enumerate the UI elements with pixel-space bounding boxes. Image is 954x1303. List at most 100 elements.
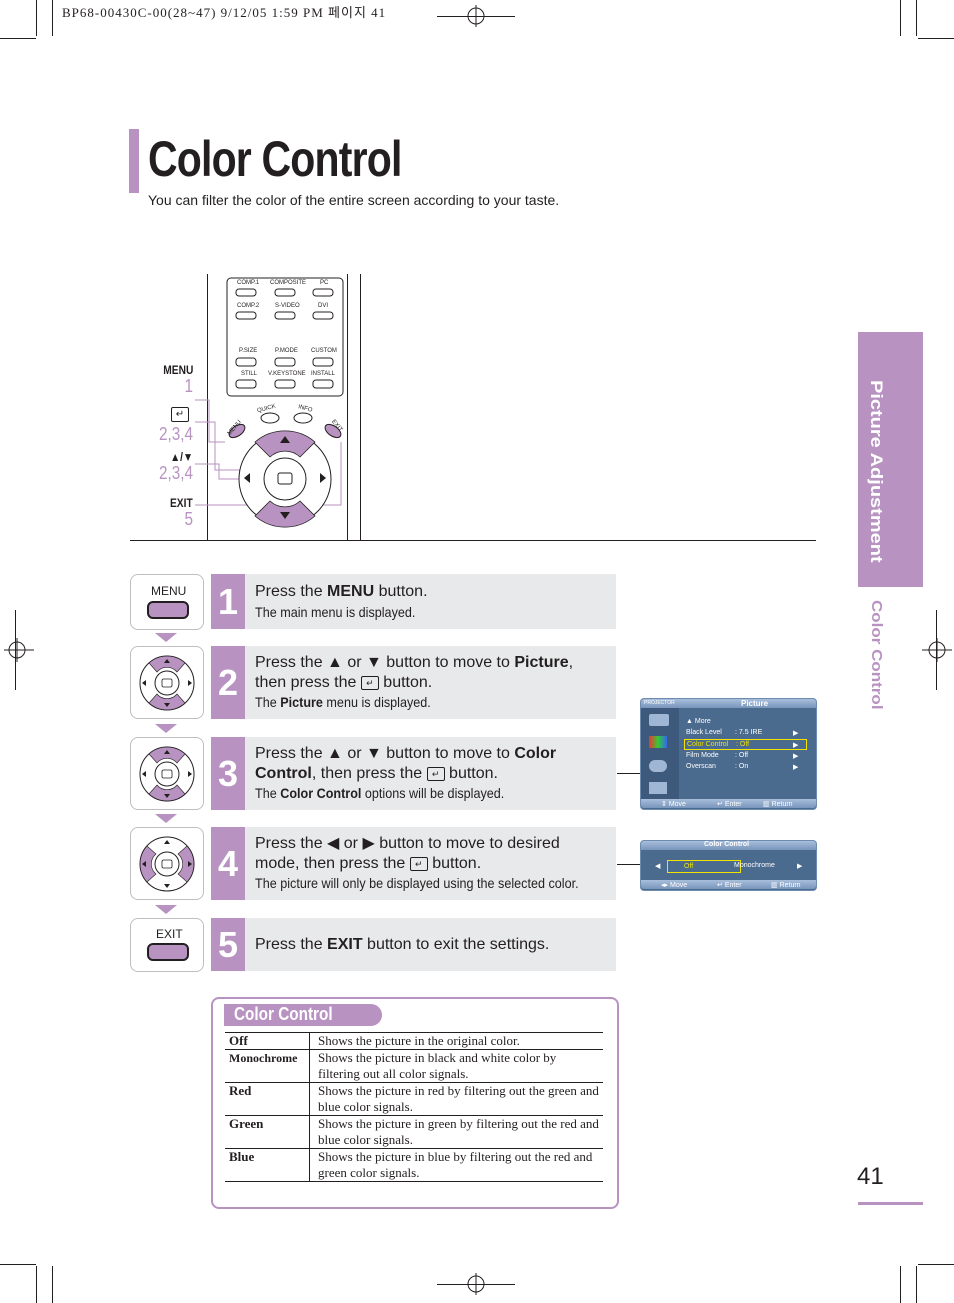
osd-picture-footer: ⇕ Move ↵ Enter ▥ Return	[641, 799, 816, 808]
osd-footer-return: ▥ Return	[771, 882, 801, 889]
subsection-label: Color Control	[868, 600, 885, 710]
osd-brand: PROJECTOR	[644, 700, 675, 706]
remote-btn-composite: COMPOSITE	[270, 280, 307, 286]
osd-footer-enter: ↵ Enter	[717, 882, 742, 889]
remote-btn-svideo: S-VIDEO	[275, 303, 300, 309]
remote-btn-still: STILL	[241, 371, 258, 377]
step-1-body: Press the MENU button. The main menu is …	[245, 574, 616, 629]
osd-picture-menu: PROJECTOR Picture ▲ More Black Level: 7.…	[640, 698, 817, 810]
print-header: BP68-00430C-00(28~47) 9/12/05 1:59 PM 페이…	[62, 5, 387, 20]
step-2-instruction: Press the ▲ or ▼ button to move to Pictu…	[255, 654, 574, 691]
osd-menu-item: Black Level: 7.5 IRE▶	[686, 729, 799, 737]
step-3-body: Press the ▲ or ▼ button to move to Color…	[245, 737, 616, 810]
remote-baseline	[130, 540, 816, 541]
remote-btn-comp1: COMP.1	[237, 280, 260, 286]
label-exit: EXIT	[170, 496, 193, 510]
label-menu-step: 1	[184, 376, 193, 396]
enter-icon: ↵	[409, 856, 428, 871]
label-enter-step: 2,3,4	[158, 424, 193, 444]
step-4-number: 4	[211, 827, 245, 900]
osd-color-selected: Off	[667, 860, 741, 873]
osd-left-arrow-icon: ◀	[655, 863, 661, 870]
registration-mark-top	[467, 5, 485, 27]
enter-icon: ↵	[426, 766, 445, 781]
step-5-body: Press the EXIT button to exit the settin…	[245, 918, 616, 971]
menu-button-label: MENU	[151, 584, 187, 598]
label-updown: ▲/▼	[169, 450, 193, 464]
osd-color-header: Color Control	[641, 841, 816, 850]
osd-menu-item: ▲ More	[686, 718, 711, 725]
osd-picture-header: PROJECTOR Picture	[641, 699, 816, 708]
osd-right-arrow-icon: ▶	[797, 863, 803, 870]
step-5-instruction: Press the EXIT button to exit the settin…	[255, 936, 550, 953]
registration-mark-right	[922, 638, 952, 662]
step-1-instruction: Press the MENU button.	[255, 583, 428, 600]
osd-footer-return: ▥ Return	[763, 801, 793, 808]
step-3-result: The Color Control options will be displa…	[255, 785, 505, 801]
osd-footer-enter: ↵ Enter	[717, 801, 742, 808]
arrow-down-icon	[155, 814, 177, 823]
remote-btn-comp2: COMP.2	[237, 303, 260, 309]
osd-icon-column	[641, 708, 679, 799]
remote-btn-install: INSTALL	[311, 371, 335, 377]
step-1-icon: MENU	[130, 574, 204, 630]
section-tab: Picture Adjustment	[858, 332, 923, 587]
osd-color-next: Monochrome	[734, 862, 775, 869]
step-3-instruction: Press the ▲ or ▼ button to move to Color…	[255, 745, 557, 782]
step-5-number: 5	[211, 918, 245, 971]
remote-btn-dvi: DVI	[318, 303, 329, 309]
remote-btn-vkeystone: V.KEYSTONE	[268, 371, 306, 377]
title-accent-bar	[129, 129, 139, 193]
step-3-number: 3	[211, 737, 245, 810]
step-2-result: The Picture menu is displayed.	[255, 694, 431, 710]
osd-color-title: Color Control	[704, 841, 750, 848]
osd-menu-item: Film Mode: Off▶	[686, 752, 799, 760]
osd-menu-item-selected: Color Control: Off▶	[684, 739, 807, 750]
exit-button-icon	[147, 943, 189, 961]
step-4-icon	[130, 827, 204, 900]
page-subtitle: You can filter the color of the entire s…	[148, 192, 560, 208]
section-tab-label: Picture Adjustment	[866, 380, 886, 563]
remote-body	[195, 277, 344, 528]
step-2-icon	[130, 646, 204, 719]
step-2-body: Press the ▲ or ▼ button to move to Pictu…	[245, 646, 616, 719]
step-4-instruction: Press the ◀ or ▶ button to move to desir…	[255, 835, 560, 872]
navigation-pad-icon	[139, 836, 195, 892]
osd-connector-color	[617, 864, 641, 865]
step-1-number: 1	[211, 574, 245, 629]
remote-btn-psize: P.SIZE	[239, 348, 258, 354]
osd-menu-item: Overscan: On▶	[686, 763, 799, 771]
remote-frame-right	[360, 274, 361, 541]
label-menu: MENU	[162, 363, 193, 377]
step-1-result: The main menu is displayed.	[255, 604, 416, 620]
osd-picture-title: Picture	[741, 699, 769, 708]
step-4-body: Press the ◀ or ▶ button to move to desir…	[245, 827, 616, 900]
osd-connector-picture	[617, 773, 641, 774]
step-4-result: The picture will only be displayed using…	[255, 875, 579, 891]
navigation-pad-icon	[139, 655, 195, 711]
page-title: Color Control	[148, 131, 402, 187]
osd-footer-move: ⇕ Move	[661, 801, 686, 808]
navigation-pad-icon	[139, 746, 195, 802]
page-number-underline	[858, 1202, 923, 1205]
mode-table-heading: Color Control Mode	[224, 1004, 382, 1045]
step-2-number: 2	[211, 646, 245, 719]
label-exit-step: 5	[184, 509, 193, 529]
registration-mark-left	[4, 638, 34, 662]
color-bars-icon	[649, 736, 667, 748]
exit-button-label: EXIT	[156, 927, 183, 941]
remote-btn-custom: CUSTOM	[311, 348, 337, 354]
registration-mark-bottom	[467, 1273, 485, 1295]
remote-btn-pc: PC	[320, 280, 329, 286]
arrow-down-icon	[155, 905, 177, 914]
color-control-mode-box	[211, 997, 619, 1209]
osd-color-control: Color Control ◀ Off Monochrome ▶ ◂▸ Move…	[640, 840, 817, 891]
osd-color-footer: ◂▸ Move ↵ Enter ▥ Return	[641, 880, 816, 889]
picture-icon	[649, 714, 669, 726]
